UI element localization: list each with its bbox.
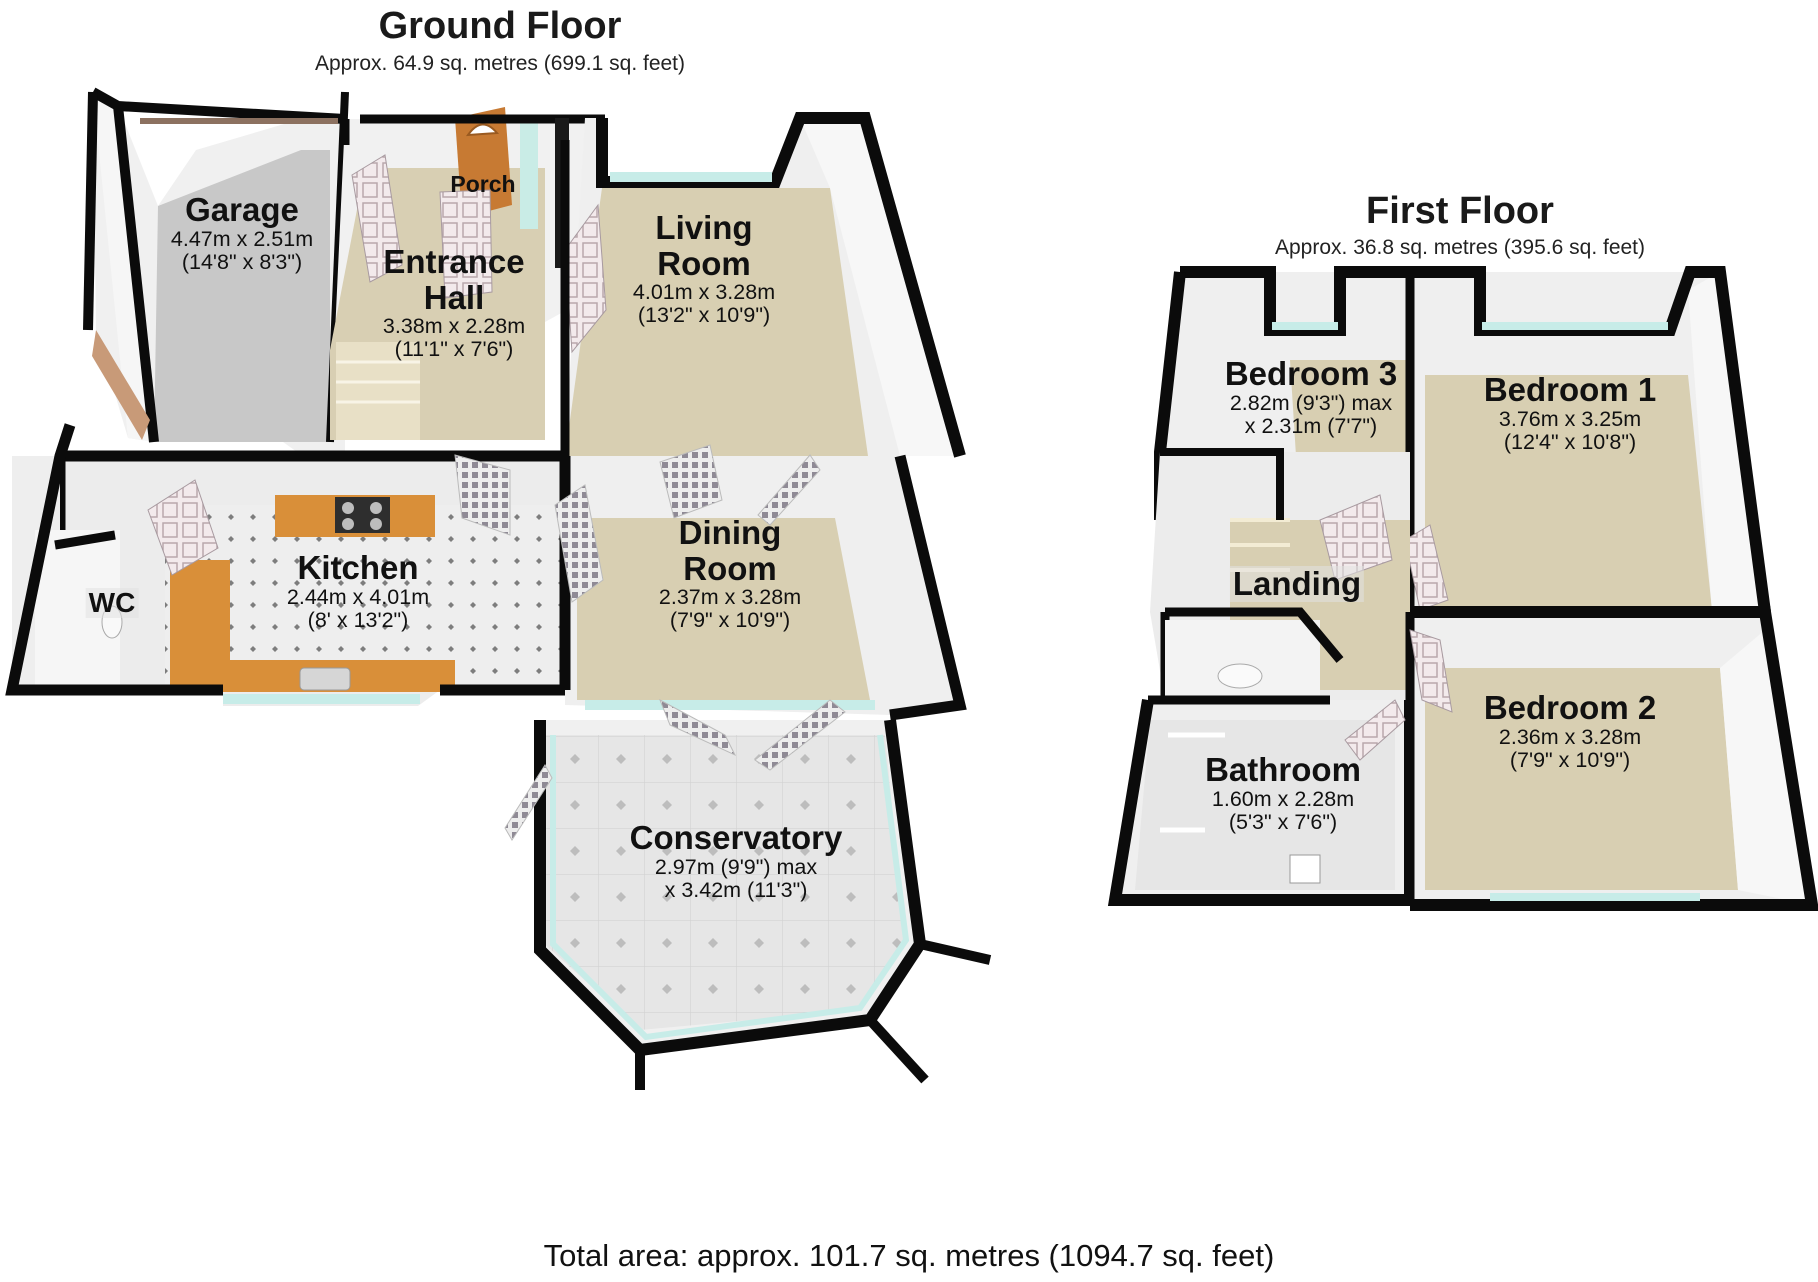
living-room-dimensions-metric: 4.01m x 3.28m xyxy=(632,280,776,305)
entrance-hall-dimensions-metric: 3.38m x 2.28m xyxy=(382,314,526,339)
conservatory-side-door-icon xyxy=(504,764,553,841)
kitchen-label: Kitchen 2.44m x 4.01m (8' x 13'2") xyxy=(287,550,429,632)
dining-room-dimensions-metric: 2.37m x 3.28m xyxy=(658,585,802,610)
kitchen-hall-door-icon xyxy=(454,454,511,536)
kitchen-name: Kitchen xyxy=(297,549,419,586)
ground-floor-area: Approx. 64.9 sq. metres (699.1 sq. feet) xyxy=(314,52,686,75)
first-floor-wc xyxy=(1165,607,1344,700)
kitchen-dimensions-metric: 2.44m x 4.01m xyxy=(286,584,430,609)
wc-label: WC xyxy=(85,587,139,619)
total-area: Total area: approx. 101.7 sq. metres (10… xyxy=(543,1238,1275,1273)
porch-name: Porch xyxy=(450,171,516,197)
living-room-name-line1: Living xyxy=(655,209,753,246)
dining-room-dimensions-imperial: (7'9" x 10'9") xyxy=(669,608,791,633)
wc-room xyxy=(5,423,125,696)
conservatory-door-right-icon xyxy=(754,699,846,771)
first-floor-area: Approx. 36.8 sq. metres (395.6 sq. feet) xyxy=(1274,236,1646,259)
bedroom1-name: Bedroom 1 xyxy=(1483,371,1657,408)
dining-room-name-line2: Room xyxy=(683,549,777,587)
garage-door-icon xyxy=(140,118,338,124)
bedroom1-room xyxy=(1404,266,1771,613)
garage-room xyxy=(83,87,349,486)
first-floor-toilet-icon xyxy=(1217,663,1263,689)
living-room-dimensions-imperial: (13'2" x 10'9") xyxy=(637,303,771,328)
garage-dimensions-metric: 4.47m x 2.51m xyxy=(170,226,314,251)
entrance-hall-name-line2: Hall xyxy=(423,278,485,316)
bedroom2-name: Bedroom 2 xyxy=(1483,689,1657,726)
dining-window-icon xyxy=(585,700,875,710)
bathroom-shower-icon xyxy=(1160,732,1225,833)
wc-name: WC xyxy=(85,587,139,619)
bedroom1-dimensions-metric: 3.76m x 3.25m xyxy=(1498,406,1642,431)
kitchen-room xyxy=(54,450,571,706)
conservatory-door-left-icon xyxy=(659,698,737,757)
bedroom3-window-icon xyxy=(1272,322,1338,330)
porch-label: Porch xyxy=(450,172,515,197)
kitchen-dimensions-imperial: (8' x 13'2") xyxy=(307,607,409,632)
dining-room-label: Dining Room 2.37m x 3.28m (7'9" x 10'9") xyxy=(659,515,801,633)
dining-door-icon xyxy=(554,484,604,603)
conservatory-room xyxy=(504,698,992,1090)
bedroom3-door-icon xyxy=(1319,494,1393,581)
ground-floor-title: Ground Floor xyxy=(378,5,622,47)
bedroom3-label: Bedroom 3 2.82m (9'3") max x 2.31m (7'7"… xyxy=(1225,356,1397,438)
living-room-label: Living Room 4.01m x 3.28m (13'2" x 10'9"… xyxy=(633,210,775,328)
conservatory-dimensions-line1: 2.97m (9'9") max xyxy=(654,854,818,879)
entrance-hall-label: Entrance Hall 3.38m x 2.28m (11'1" x 7'6… xyxy=(383,244,525,362)
bedroom2-room xyxy=(1405,606,1818,911)
conservatory-label: Conservatory 2.97m (9'9") max x 3.42m (1… xyxy=(630,820,843,902)
porch-door-icon xyxy=(439,189,493,299)
bedroom2-dimensions-metric: 2.36m x 3.28m xyxy=(1498,724,1642,749)
bedroom1-label: Bedroom 1 3.76m x 3.25m (12'4" x 10'8") xyxy=(1484,372,1656,454)
bathroom-door-icon xyxy=(1344,699,1406,761)
living-window-icon xyxy=(610,172,772,182)
landing-name: Landing xyxy=(1229,566,1365,602)
dining-glass-door-left-icon xyxy=(659,444,723,519)
porch-room xyxy=(330,107,605,440)
bathroom-dimensions-metric: 1.60m x 2.28m xyxy=(1211,786,1355,811)
bathroom-dimensions-imperial: (5'3" x 7'6") xyxy=(1228,809,1338,834)
garage-side-door-icon xyxy=(92,330,150,440)
conservatory-name: Conservatory xyxy=(629,819,843,856)
bedroom2-dimensions-imperial: (7'9" x 10'9") xyxy=(1509,747,1631,772)
dining-room xyxy=(554,444,967,721)
kitchen-door-icon xyxy=(147,479,219,576)
bedroom1-door-icon xyxy=(1404,524,1449,611)
landing-label: Landing xyxy=(1229,566,1365,602)
dining-room-name-line1: Dining xyxy=(678,514,782,551)
bedroom3-name: Bedroom 3 xyxy=(1224,355,1398,392)
bedroom1-window-icon xyxy=(1482,322,1668,330)
entrance-hall-dimensions-imperial: (11'1" x 7'6") xyxy=(394,337,514,362)
entrance-hall-name-line1: Entrance xyxy=(383,243,525,280)
bathroom-room xyxy=(1107,695,1416,906)
bedroom3-dimensions-line2: x 2.31m (7'7") xyxy=(1244,413,1378,438)
bedroom2-window-icon xyxy=(1490,893,1700,901)
living-room-name-line2: Room xyxy=(657,244,751,282)
living-door-icon xyxy=(564,203,607,354)
bedroom1-dimensions-imperial: (12'4" x 10'8") xyxy=(1503,429,1637,454)
bedroom2-door-icon xyxy=(1409,629,1453,713)
living-room xyxy=(560,112,966,458)
bedroom3-dimensions-line1: 2.82m (9'3") max xyxy=(1229,390,1393,415)
garage-label: Garage 4.47m x 2.51m (14'8" x 8'3") xyxy=(171,192,313,274)
bathroom-label: Bathroom 1.60m x 2.28m (5'3" x 7'6") xyxy=(1205,752,1361,834)
conservatory-dimensions-line2: x 3.42m (11'3") xyxy=(664,877,808,902)
garage-dimensions-imperial: (14'8" x 8'3") xyxy=(181,249,303,274)
dining-glass-door-right-icon xyxy=(757,454,821,526)
bathroom-name: Bathroom xyxy=(1205,751,1361,788)
kitchen-window-icon xyxy=(223,694,420,704)
hall-door-icon xyxy=(351,154,403,283)
sink-icon xyxy=(299,667,351,691)
bedroom2-label: Bedroom 2 2.36m x 3.28m (7'9" x 10'9") xyxy=(1484,690,1656,772)
bathroom-sink-icon xyxy=(1289,854,1321,884)
garage-name: Garage xyxy=(185,191,299,228)
first-floor-title: First Floor xyxy=(1366,190,1554,232)
ground-floor-plan xyxy=(5,87,992,1090)
